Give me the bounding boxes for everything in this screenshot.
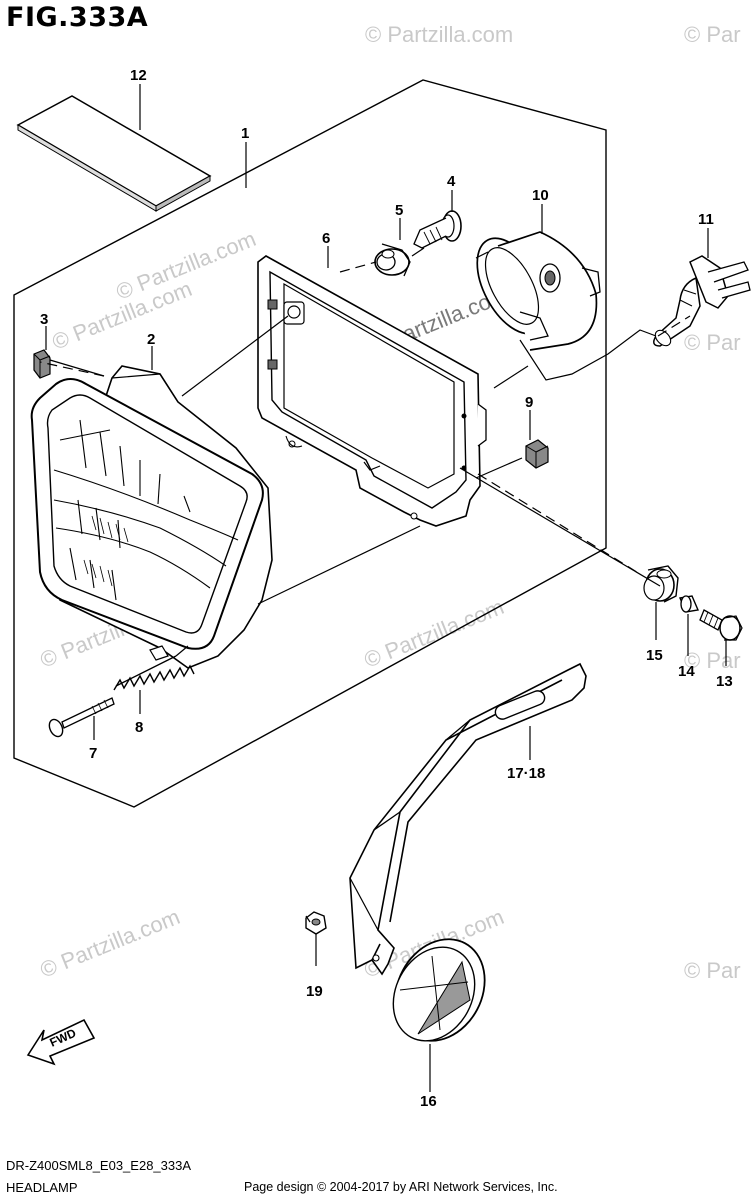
part-6-headlamp-rim [257,255,487,527]
callout-6: 6 [322,230,330,247]
part-12-label-sticker [16,95,212,212]
callout-3: 3 [40,311,48,328]
part-5-grommet [374,243,411,277]
watermark: © Partzilla.com [365,22,513,47]
section-name: HEADLAMP [6,1180,78,1195]
callouts: 12 1 3 2 6 5 4 10 11 9 7 8 15 14 13 17·1… [40,67,733,1110]
callout-11: 11 [698,211,714,228]
part-8-spring [113,655,195,691]
callout-4: 4 [447,173,456,190]
watermark: © Par [684,22,741,47]
part-10-socket-cover [476,231,601,351]
part-19-nut [305,911,327,935]
callout-15: 15 [646,647,663,664]
callout-12: 12 [130,67,147,84]
callout-9: 9 [525,394,533,411]
part-15-grommet [643,565,679,603]
watermark: © Partzilla.com [37,904,184,983]
leader-lines [45,84,727,1092]
watermark: © Par [684,648,741,673]
callout-17-18: 17·18 [507,765,545,782]
part-16-reflector [392,938,486,1042]
callout-8: 8 [135,719,143,736]
part-2-headlamp-unit [30,365,273,669]
part-7-screw [48,697,115,738]
watermark: © Partzilla.com [361,594,508,673]
diagram-code: DR-Z400SML8_E03_E28_333A [6,1158,192,1173]
callout-16: 16 [420,1093,437,1110]
figure-title: FIG.333A [6,2,149,33]
dashed-leaders [39,261,691,575]
part-17-18-headlamp-bracket [349,662,587,976]
part-4-adjusting-screw [413,210,462,249]
callout-1: 1 [241,125,249,142]
callout-5: 5 [395,202,403,219]
callout-13: 13 [716,673,733,690]
copyright-notice: Page design © 2004-2017 by ARI Network S… [244,1180,558,1194]
callout-10: 10 [532,187,549,204]
fwd-arrow-icon: FWD [26,1018,96,1066]
callout-19: 19 [306,983,323,1000]
assembly-outline [13,79,607,808]
callout-2: 2 [147,331,155,348]
watermark: © Par [684,330,741,355]
part-13-bolt [699,609,743,641]
part-9-clip-nut [525,439,549,469]
part-14-collar [679,595,699,613]
part-11-bulb [653,255,751,347]
callout-7: 7 [89,745,97,762]
callout-14: 14 [678,663,695,680]
watermark: © Par [684,958,741,983]
part-3-clip-nut [33,349,51,379]
